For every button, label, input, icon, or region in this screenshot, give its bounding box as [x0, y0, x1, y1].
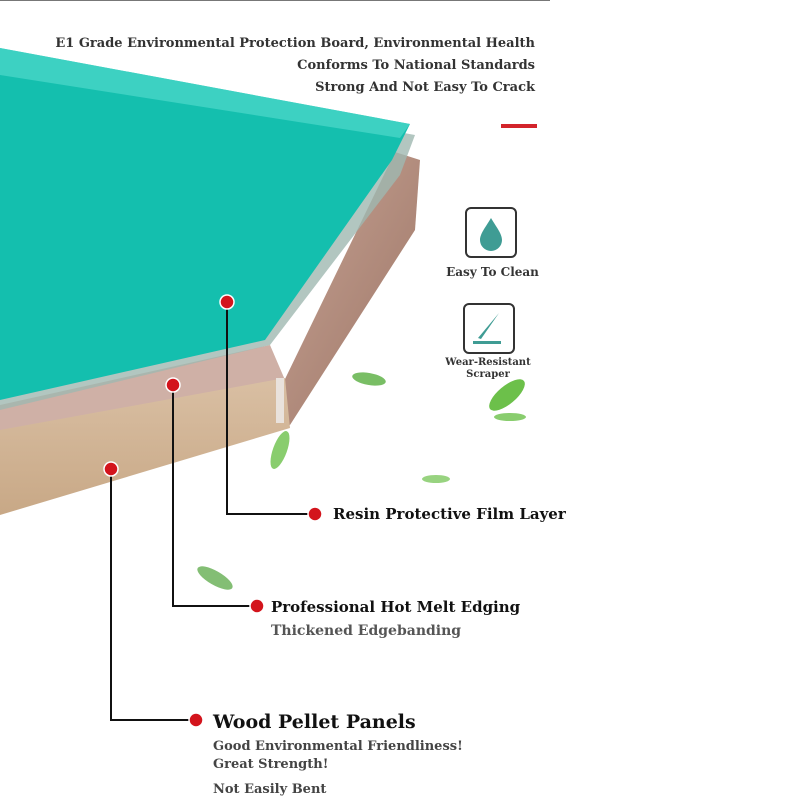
leaf-icon — [422, 475, 450, 483]
core-detail: Great Strength! — [213, 757, 329, 772]
edge-highlight — [276, 378, 284, 423]
header-line-3: Strong And Not Easy To Crack — [315, 80, 535, 95]
feature-label-easy-clean: Easy To Clean — [446, 265, 539, 279]
edging-subtitle: Thickened Edgebanding — [271, 623, 462, 639]
core-title: Wood Pellet Panels — [213, 711, 416, 733]
leaf-icon — [489, 379, 525, 411]
resin-leader-line — [226, 302, 315, 515]
header-line-1: E1 Grade Environmental Protection Board,… — [55, 36, 535, 51]
water-drop-icon — [465, 207, 517, 258]
edging-label-dot — [249, 598, 265, 614]
particleboard-core — [0, 378, 290, 515]
leaf-icon — [197, 566, 233, 590]
resin-title: Resin Protective Film Layer — [333, 505, 566, 523]
scraper-icon — [463, 303, 515, 354]
leaf-icon — [352, 372, 386, 386]
film-highlight — [0, 48, 410, 138]
edging-marker-dot — [165, 377, 181, 393]
core-detail: Not Easily Bent — [213, 782, 327, 797]
feature-label-line: Wear-Resistant — [445, 357, 531, 368]
board-top-edge — [0, 345, 285, 435]
edgebanding-side — [270, 152, 420, 425]
core-leader-line — [110, 469, 196, 721]
accent-bar — [501, 124, 537, 128]
leaf-icon — [494, 413, 526, 421]
core-detail: Good Environmental Friendliness! — [213, 739, 463, 754]
resin-label-dot — [307, 506, 323, 522]
feature-label-line: Scraper — [466, 369, 510, 380]
resin-film-layer — [0, 48, 410, 400]
resin-marker-dot — [219, 294, 235, 310]
top-divider — [0, 0, 550, 1]
header-line-2: Conforms To National Standards — [297, 58, 535, 73]
leaf-icon — [270, 431, 290, 469]
core-label-dot — [188, 712, 204, 728]
core-marker-dot — [103, 461, 119, 477]
edging-leader-line — [172, 385, 257, 607]
edging-title: Professional Hot Melt Edging — [271, 598, 521, 616]
feature-label-scraper: Wear-Resistant Scraper — [438, 357, 538, 381]
